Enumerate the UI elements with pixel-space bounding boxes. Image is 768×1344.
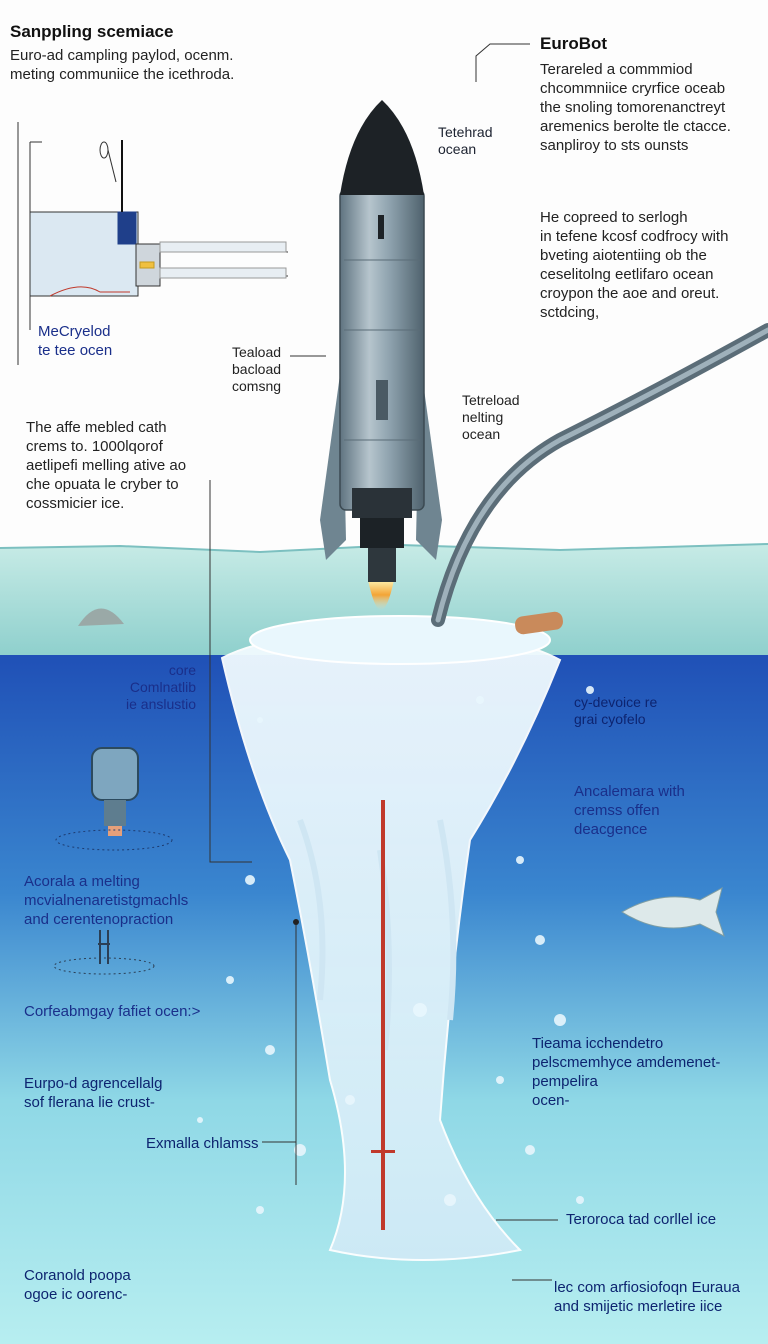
submerged-sensor (55, 747, 173, 851)
eurobot-probe (320, 100, 442, 610)
label-ancalemara: Ancalemara with cremss offen deacgence (574, 783, 685, 838)
label-left-paragraph: The affe mebled cath crems to. 1000lqoro… (26, 419, 187, 512)
label-cy-device: cy‑devoice re grai cyofelo (574, 694, 658, 727)
schematic-panel (17, 122, 288, 365)
label-tethered-ocean: Tetehrad ocean (438, 124, 493, 157)
label-teaload: Teaload bacload comsng (232, 344, 282, 394)
tripod-instrument (53, 930, 155, 975)
label-acorala: Acorala a melting mcvialnenaretistgmachl… (24, 873, 189, 928)
eurobot-title: EuroBot (540, 34, 608, 53)
label-core: core Comlnatlib ie anslustio (126, 662, 197, 712)
ice-sampler-cylinder (515, 611, 563, 635)
sample-probe-line (381, 800, 385, 1230)
melt-splash (249, 615, 551, 665)
label-corfeabm: Corfeabmgay fafiet ocen:> (24, 1003, 201, 1020)
diagram-title: Sanppling scemiace (10, 22, 174, 41)
eurobot-description: Terareled a commmiod chcommniice cryrfic… (540, 61, 731, 154)
label-tetreload: Tetreload nelting ocean (462, 392, 520, 442)
thruster-flame (368, 580, 394, 610)
fish-creature (621, 887, 725, 937)
label-europa: Eurpo‑d agrencellalg sof flerana lie cru… (24, 1075, 163, 1111)
label-iec-com: lec com arfiosiofoqn Euraua and smijetic… (554, 1279, 740, 1315)
label-coranold: Coranold poopa ogoe ic oorenc‑ (24, 1267, 131, 1303)
label-teroroca: Teroroca tad corllel ice (566, 1211, 717, 1228)
label-mecryelod: MeCryelod te tee ocen (38, 323, 113, 359)
callout-lines (209, 43, 558, 1281)
bubble-field (197, 686, 594, 1214)
label-right-paragraph: He copreed to serlogh in tefene kcosf co… (540, 209, 729, 321)
diagram-subtitle: Euro‑ad campling paylod, ocenm. meting c… (10, 47, 235, 83)
label-exmalla: Exmalla chlamss (146, 1135, 259, 1152)
ice-mound (78, 608, 124, 626)
label-tiearia: Tieama icchendetro pelscmemhyce amdemene… (532, 1035, 721, 1109)
